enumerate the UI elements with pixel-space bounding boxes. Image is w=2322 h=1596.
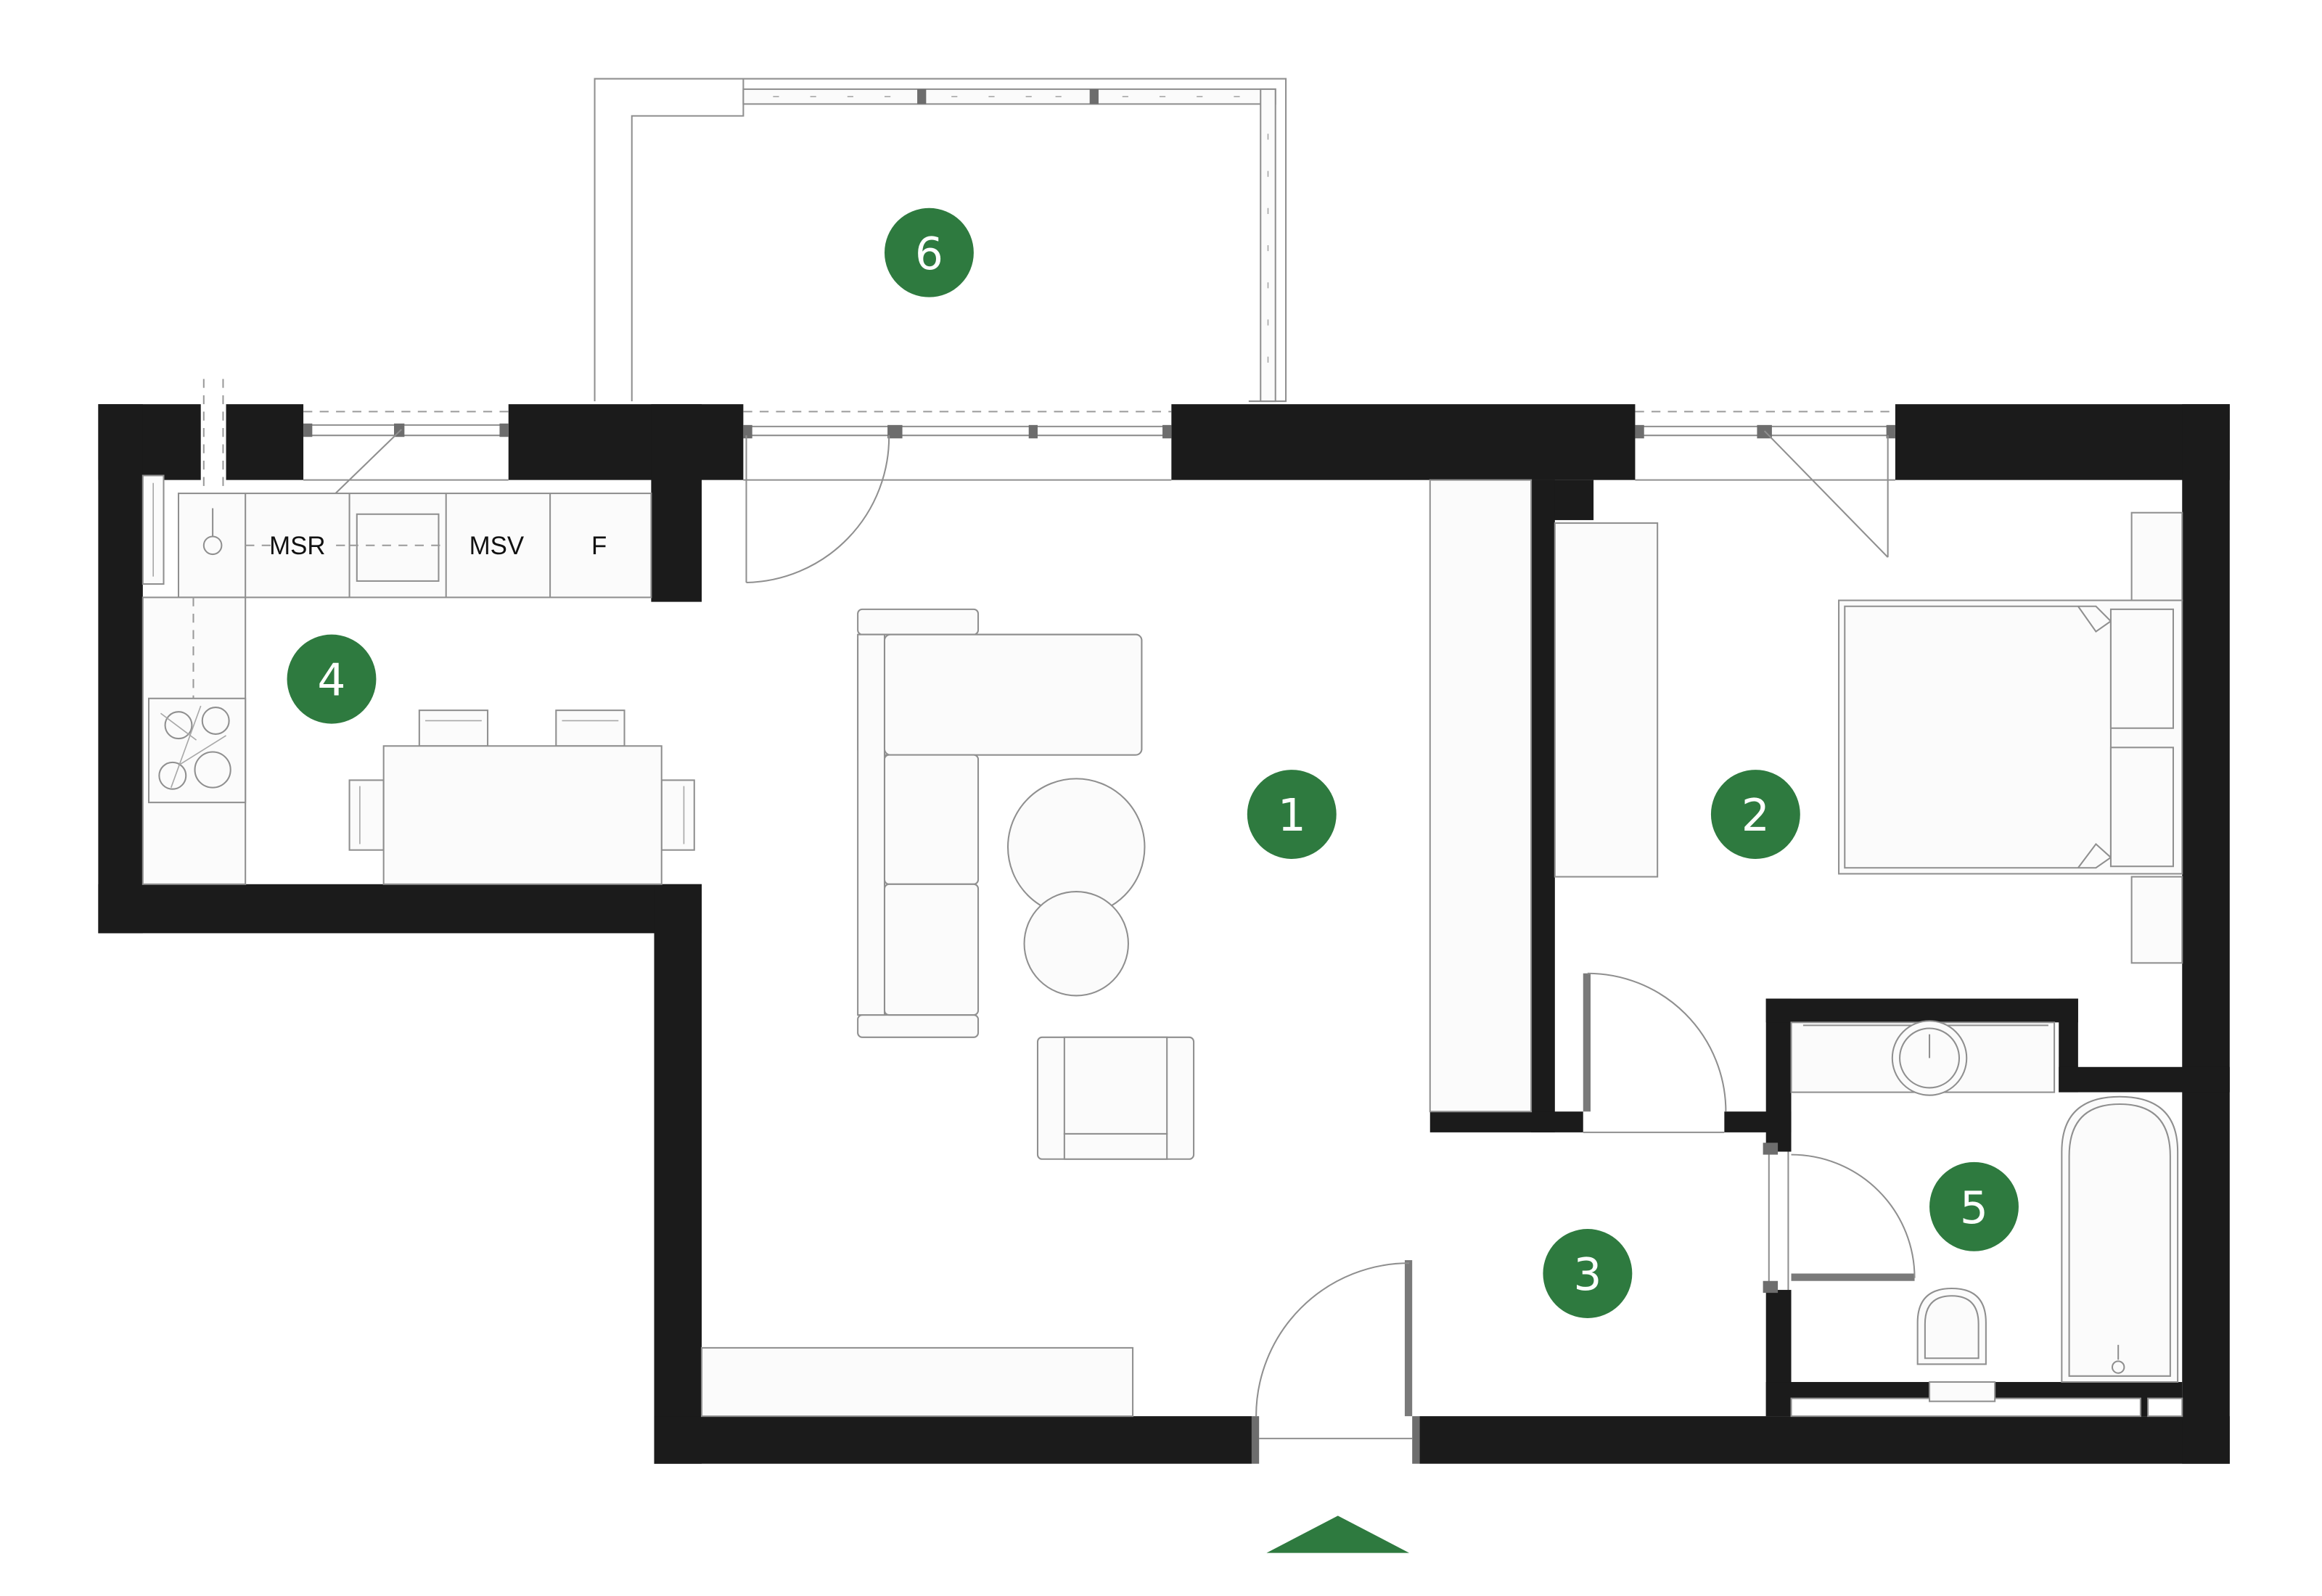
door-bedroom (1583, 972, 1727, 1133)
room-marker-circle (1543, 1229, 1633, 1318)
door-bathroom (1763, 1143, 1916, 1293)
label-fridge: F (591, 532, 607, 560)
balcony-outline (594, 78, 1287, 403)
bath-bottom-box (2147, 1397, 2183, 1418)
wall-bath-left-upper (1765, 998, 1792, 1152)
wall-left (98, 404, 143, 934)
wall-bath-top (1765, 998, 2078, 1023)
toilet (1916, 1287, 1987, 1365)
coffee-tables (1006, 778, 1146, 997)
dining-chair (555, 709, 625, 747)
entrance-arrow-icon (1266, 1515, 1410, 1553)
nightstand (2130, 511, 2183, 601)
dining-table (382, 745, 662, 885)
room-marker-6: 6 (884, 207, 974, 297)
wall-living-bedroom (1531, 480, 1555, 1132)
wall-bottom-right (1419, 1416, 2230, 1464)
room-marker-2: 2 (1710, 770, 1800, 859)
wall-kitchen-bottom (98, 884, 702, 934)
wardrobe-bedroom (1554, 522, 1659, 878)
bedroom-furniture (1554, 511, 2183, 964)
sofa (857, 608, 1143, 1038)
wall-top-mid-left (508, 404, 744, 480)
pillow (2109, 608, 2174, 729)
wall-right (2182, 404, 2230, 1464)
room-marker-5: 5 (1929, 1161, 2019, 1251)
room-marker-1: 1 (1247, 770, 1337, 859)
room-marker-circle (884, 207, 974, 297)
room-marker-circle (287, 634, 377, 724)
door-entrance (1251, 1260, 1420, 1464)
bathtub (2061, 1095, 2179, 1383)
pillow (2109, 746, 2174, 868)
room-marker-4: 4 (287, 634, 377, 724)
wall-kitchen-end (651, 404, 702, 602)
door-balcony (745, 435, 890, 584)
room-marker-3: 3 (1543, 1229, 1633, 1318)
room-marker-circle (1247, 770, 1337, 859)
armchair (1036, 1036, 1195, 1160)
window-kitchen (303, 411, 509, 524)
dining-chair (348, 779, 385, 851)
label-msr: MSR (269, 532, 325, 560)
bathroom-furniture (1790, 1020, 2179, 1402)
label-msv: MSV (469, 532, 525, 560)
wall-living-left (654, 884, 702, 1464)
balcony-railing-posts (773, 89, 1269, 363)
wall-top-center (1171, 404, 1636, 480)
window-bedroom (1635, 411, 1895, 558)
ventilation-shaft (202, 379, 224, 513)
dining-chair (660, 779, 695, 851)
room-number-2: 2 (1742, 790, 1770, 842)
room-number-6: 6 (915, 229, 943, 280)
room-number-1: 1 (1278, 790, 1306, 842)
room-marker-circle (1929, 1161, 2019, 1251)
wall-bottom-left (654, 1416, 1252, 1464)
wardrobe-living (1429, 479, 1533, 1113)
room-number-4: 4 (317, 655, 345, 707)
room-number-3: 3 (1573, 1249, 1601, 1301)
wall-top-right (1895, 404, 2230, 480)
kitchen-furniture: MSR MSV F (141, 474, 652, 885)
wall-bath-step-right (2059, 1066, 2230, 1093)
room-number-5: 5 (1960, 1182, 1988, 1234)
room-marker-circle (1710, 770, 1800, 859)
nightstand (2130, 876, 2183, 964)
window-living-room (743, 411, 1172, 481)
stove-icon (148, 697, 247, 804)
toilet-tank (1929, 1381, 1996, 1402)
dining-chair (418, 709, 489, 747)
tv-console (701, 1346, 1134, 1418)
walls (98, 404, 2230, 1464)
dining-set (348, 709, 695, 885)
oven-icon (356, 513, 440, 582)
wall-hall-top-left (1429, 1111, 1583, 1132)
bathtub-drain-icon (2111, 1360, 2125, 1374)
wall-top-shaft-right (226, 404, 304, 480)
round-table (1023, 891, 1129, 997)
